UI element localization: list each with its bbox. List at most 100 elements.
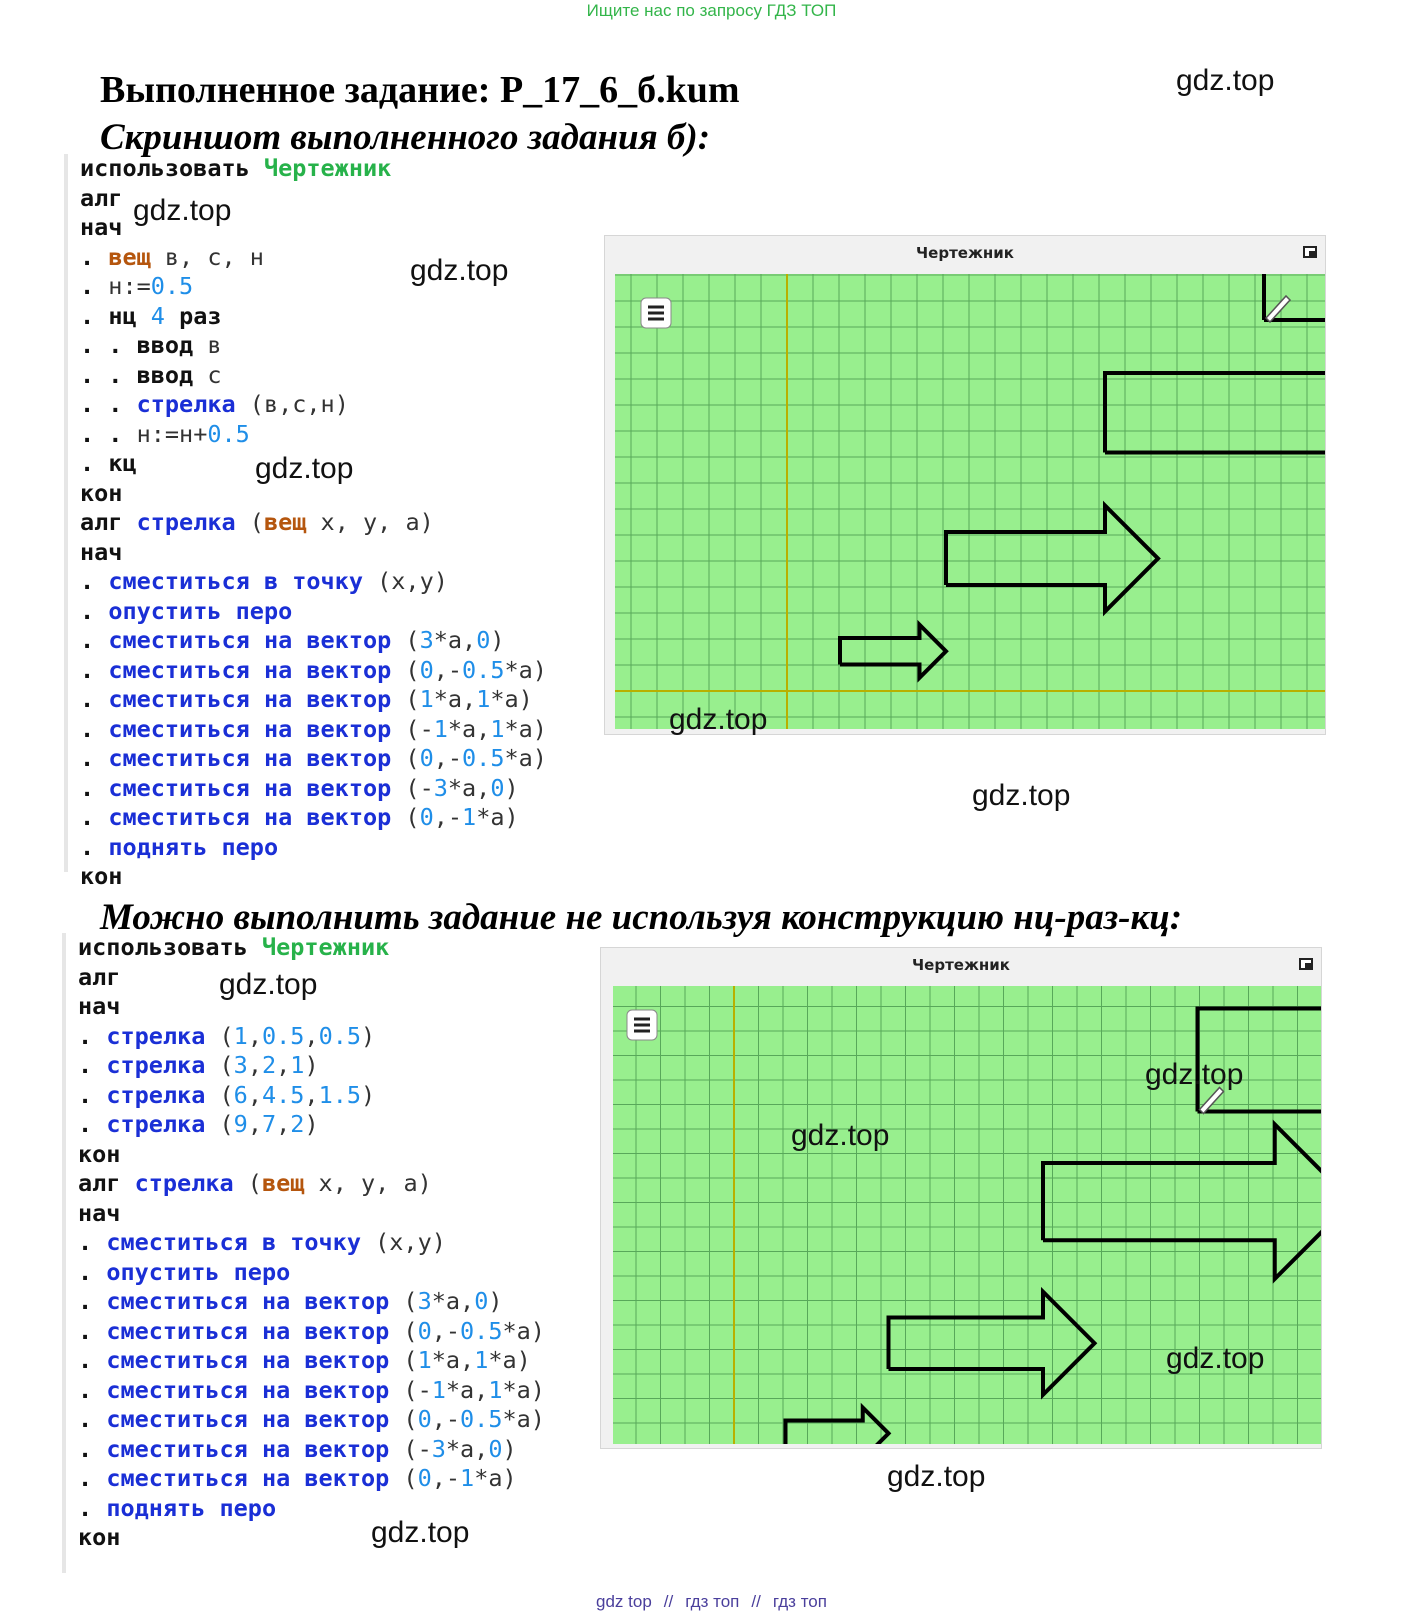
code-line[interactable]: кон (80, 862, 547, 892)
menu-bar (634, 1023, 650, 1027)
code-line[interactable]: . сместиться в точку (x,y) (78, 1228, 545, 1258)
drawer-window-1: Чертежник (604, 235, 1326, 735)
code-token: опустить перо (108, 596, 293, 625)
code-line[interactable]: алг (78, 963, 545, 993)
code-line[interactable]: . сместиться на вектор (1*a,1*a) (78, 1346, 545, 1376)
code-token: . (78, 1434, 93, 1463)
code-token: 0.5 (261, 1021, 305, 1050)
code-token: ввод (136, 360, 194, 389)
code-line[interactable]: нач (78, 992, 545, 1022)
code-token: 0.5 (207, 419, 250, 448)
code-line[interactable]: . сместиться на вектор (-1*a,1*a) (78, 1376, 545, 1406)
code-line[interactable]: . н:=0.5 (80, 272, 547, 302)
code-line[interactable]: . сместиться на вектор (3*a,0) (78, 1287, 545, 1317)
code-token: 0 (490, 773, 505, 802)
footer-link[interactable]: гдз топ (772, 1592, 827, 1611)
code-line[interactable]: . . ввод с (80, 361, 547, 391)
code-line[interactable]: кон (78, 1523, 545, 1553)
code-token: опустить перо (106, 1257, 291, 1286)
code-token: 0.5 (460, 1405, 503, 1433)
code-line[interactable]: . . стрелка (в,с,н) (80, 390, 547, 420)
code-line[interactable]: использовать Чертежник (78, 933, 545, 963)
drawer-canvas-2[interactable] (613, 986, 1321, 1444)
code-line[interactable]: использовать Чертежник (80, 154, 547, 184)
code-token: (x,y) (360, 1228, 446, 1256)
code-token: (- (389, 1375, 432, 1404)
code-line[interactable]: . . ввод в (80, 331, 547, 361)
code-line[interactable]: . стрелка (9,7,2) (78, 1110, 545, 1140)
code-line[interactable]: . сместиться в точку (x,y) (80, 567, 547, 597)
code-line[interactable]: кон (80, 479, 547, 509)
code-line[interactable]: . сместиться на вектор (0,-0.5*a) (78, 1317, 545, 1347)
maximize-icon[interactable] (1303, 246, 1317, 258)
code-line[interactable]: алг (80, 184, 547, 214)
code-line[interactable]: . сместиться на вектор (0,-0.5*a) (80, 744, 547, 774)
code-line[interactable]: нач (80, 538, 547, 568)
code-line[interactable]: алг стрелка (вещ x, y, a) (78, 1169, 545, 1199)
code-token: Чертежник (261, 933, 390, 961)
code-token: ,- (433, 744, 463, 772)
search-banner[interactable]: Ищите нас по запросу ГДЗ ТОП (586, 1, 837, 20)
watermark: gdz.top (972, 779, 1071, 812)
code-token: 1.5 (318, 1080, 362, 1109)
code-token: алг (78, 962, 121, 991)
code-token: нач (78, 992, 121, 1020)
code-token: сместиться на вектор (106, 1346, 390, 1374)
code-line[interactable]: алг стрелка (вещ x, y, a) (80, 508, 547, 538)
code-token: 1 (490, 714, 505, 743)
code-line[interactable]: . сместиться на вектор (3*a,0) (80, 626, 547, 656)
code-token: *a, (445, 1375, 489, 1404)
code-line[interactable]: . кц (80, 449, 547, 479)
code-line[interactable]: . . н:=н+0.5 (80, 420, 547, 450)
code-line[interactable]: . стрелка (1,0.5,0.5) (78, 1022, 545, 1052)
code-line[interactable]: . стрелка (3,2,1) (78, 1051, 545, 1081)
drawer-canvas-1[interactable] (615, 274, 1325, 729)
code-line[interactable]: . стрелка (6,4.5,1.5) (78, 1081, 545, 1111)
pen-body (1198, 1086, 1225, 1115)
code-line[interactable]: . сместиться на вектор (0,-0.5*a) (80, 656, 547, 686)
code-token: 0 (474, 1287, 489, 1315)
code-line[interactable]: . сместиться на вектор (0,-1*a) (78, 1464, 545, 1494)
code-token (92, 1081, 106, 1109)
hamburger-icon[interactable] (640, 297, 672, 329)
drawer-window-2: Чертежник (600, 947, 1322, 1449)
menu-bar (634, 1029, 650, 1033)
code-token: 3 (431, 1434, 446, 1463)
code-line[interactable]: . сместиться на вектор (-3*a,0) (80, 774, 547, 804)
code-line[interactable]: . поднять перо (78, 1494, 545, 1524)
code-token: ( (205, 1021, 234, 1050)
code-line[interactable]: кон (78, 1140, 545, 1170)
code-line[interactable]: . сместиться на вектор (0,-1*a) (80, 803, 547, 833)
maximize-icon[interactable] (1299, 958, 1313, 970)
code-token: . (78, 1021, 93, 1050)
code-token (94, 656, 108, 684)
code-token: поднять перо (106, 1493, 277, 1522)
code-line[interactable]: . сместиться на вектор (1*a,1*a) (80, 685, 547, 715)
code-token: кон (80, 478, 123, 507)
code-token: x, y, a) (304, 1169, 432, 1197)
code-token: ( (391, 655, 420, 684)
code-token: ( (233, 1169, 262, 1197)
code-token: ) (504, 773, 519, 802)
code-line[interactable]: . сместиться на вектор (-3*a,0) (78, 1435, 545, 1465)
code-token: 0.5 (318, 1021, 362, 1050)
hamburger-icon[interactable] (626, 1009, 658, 1041)
code-line[interactable]: . сместиться на вектор (0,-0.5*a) (78, 1405, 545, 1435)
code-token: сместиться на вектор (108, 685, 392, 713)
code-line[interactable]: . сместиться на вектор (-1*a,1*a) (80, 715, 547, 745)
code-line[interactable]: . опустить перо (80, 597, 547, 627)
code-line[interactable]: нач (80, 213, 547, 243)
code-token: (x,y) (362, 567, 448, 595)
code-line[interactable]: . нц 4 раз (80, 302, 547, 332)
code-token: 1 (417, 1346, 432, 1374)
code-token: 3 (417, 1287, 432, 1315)
footer-link[interactable]: гдз топ (685, 1592, 740, 1611)
code-line[interactable]: . опустить перо (78, 1258, 545, 1288)
code-line[interactable]: нач (78, 1199, 545, 1229)
code-line[interactable]: . поднять перо (80, 833, 547, 863)
code-token: (- (389, 1434, 432, 1463)
code-line[interactable]: . вещ в, с, н (80, 243, 547, 273)
footer-link[interactable]: gdz top (596, 1592, 652, 1611)
